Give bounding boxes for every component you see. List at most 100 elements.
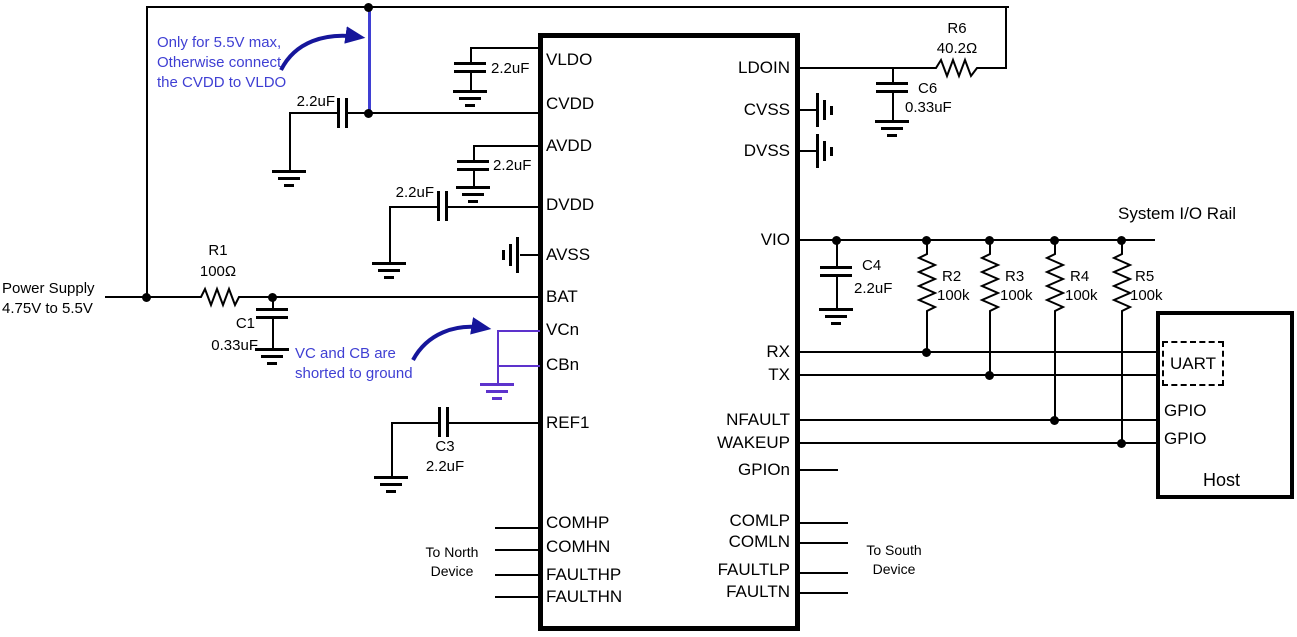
c6-cap-plate [876,82,908,85]
resistor-r5 [1111,252,1133,324]
dvss-ground-symbol [816,134,833,168]
pin-gpion: GPIOn [738,460,790,479]
junction-dot [922,236,931,245]
pin-dvss: DVSS [743,141,790,160]
r2-ref: R2 [942,268,962,285]
pin-ldoin: LDOIN [738,58,790,77]
c1-ref: C1 [235,315,255,332]
ldoin-wire-right [981,67,1007,69]
dvdd-cap-plate [437,191,440,221]
r2-stub-top [926,239,928,253]
cvdd-gnd-wire [289,112,291,170]
host-title: Host [1203,470,1241,490]
avss-wire [520,254,540,256]
vio-rail-wire [798,239,1155,241]
ref1-wire-left [392,422,438,424]
ground-symbol-purple [480,383,514,400]
comlp-stub [800,522,848,524]
c3-cap-plate [446,407,449,437]
r4-stub-top [1054,239,1056,253]
vccb-note: VC and CB are shorted to ground [295,345,413,382]
r1-value: 100Ω [199,263,237,280]
c1-value: 0.33uF [211,337,258,354]
rx-wire [798,351,1158,353]
r5-stub-bottom [1121,322,1123,444]
avdd-cap-value: 2.2uF [493,157,532,174]
r4-stub-bottom [1054,322,1056,421]
pin-comhn: COMHN [546,537,611,556]
resistor-r2 [916,252,938,324]
tx-wire [798,374,1158,376]
comln-stub [800,542,848,544]
junction-dot [142,293,151,302]
pin-vcn: VCn [546,320,580,339]
junction-dot [832,236,841,245]
c3-value: 2.2uF [425,458,465,475]
c4-stub-top [836,239,838,266]
junction-dot [1117,439,1126,448]
gpio-bottom-label: GPIO [1164,429,1207,448]
left-rail-wire [146,6,148,298]
pin-cvss: CVSS [743,100,790,119]
vcn-wire [497,330,540,332]
avdd-cap-stub-top [473,145,475,160]
ground-symbol [819,308,853,325]
avdd-wire [474,145,540,147]
vldo-cap-value: 2.2uF [491,60,530,77]
bat-wire-right [242,296,540,298]
ground-symbol [453,90,487,107]
c6-stub-top [892,67,894,82]
ground-symbol [374,476,408,493]
ground-symbol [456,186,490,203]
faulthn-stub [495,596,540,598]
comhn-stub [495,549,540,551]
junction-dot [985,236,994,245]
c1-cap-plate [256,316,288,319]
main-ic-box [538,33,800,631]
pin-bat: BAT [546,287,578,306]
pin-cvdd: CVDD [546,94,595,113]
pin-faultlp: FAULTLP [717,560,790,579]
cvss-ground-symbol [816,93,833,127]
cvdd-option-link-wire [368,7,371,114]
ref1-wire-right [449,422,540,424]
r6-value: 40.2Ω [936,40,978,57]
pin-comln: COMLN [728,532,790,551]
vldo-cap-plate [454,70,486,73]
pin-vio: VIO [760,230,790,249]
junction-dot [922,348,931,357]
r5-value: 100k [1130,287,1163,304]
ground-symbol [255,348,289,365]
pin-ref1: REF1 [546,413,590,432]
top-rail-wire [147,6,1009,8]
junction-dot [1050,416,1059,425]
cvdd-wire-left [290,112,338,114]
pin-dvdd: DVDD [546,195,595,214]
topright-corner-wire [1005,6,1007,69]
pin-avdd: AVDD [546,136,592,155]
c1-stub-top [272,296,274,308]
resistor-r1 [197,286,243,308]
c4-stub-bottom [836,277,838,308]
r4-value: 100k [1065,287,1098,304]
c1-cap-plate [256,308,288,311]
r5-ref: R5 [1135,268,1155,285]
c6-cap-plate [876,90,908,93]
dvdd-wire-left [390,206,438,208]
to-north-device-label: To North Device [425,544,479,579]
note-arrow-vldo [279,26,366,71]
pin-avss: AVSS [546,245,591,264]
pin-wakeup: WAKEUP [716,433,790,452]
pin-vldo: VLDO [546,50,593,69]
c6-value: 0.33uF [905,99,952,116]
c4-value: 2.2uF [854,280,893,297]
system-io-rail-label: System I/O Rail [1118,204,1237,223]
gpio-top-label: GPIO [1164,401,1207,420]
pin-faulthn: FAULTHN [546,587,623,606]
junction-dot [985,371,994,380]
cbn-wire [497,365,540,367]
avdd-cap-stub-bottom [473,171,475,186]
r3-ref: R3 [1005,268,1025,285]
r2-value: 100k [937,287,970,304]
c4-cap-plate [820,274,852,277]
